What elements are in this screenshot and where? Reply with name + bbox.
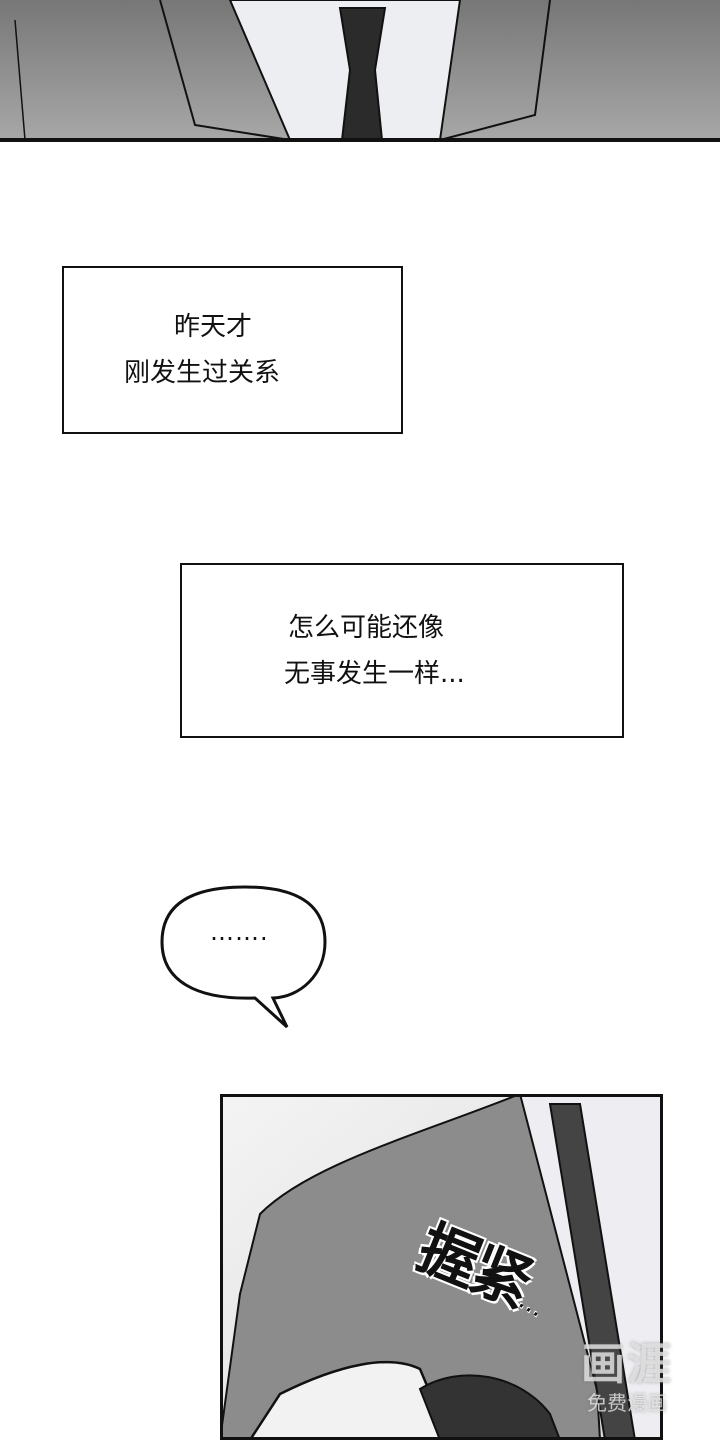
panel-border (220, 1094, 663, 1440)
speech-bubble (160, 885, 327, 1029)
necktie (548, 1103, 637, 1440)
speech-bubble-text: ……. (210, 918, 269, 946)
lapel-line (439, 0, 551, 141)
watermark-subtitle: 免费漫画 (587, 1391, 667, 1415)
bottom-comic-panel (220, 1094, 663, 1440)
narration-line: 刚发生过关系 (124, 358, 281, 388)
narration-box-1: 昨天才 刚发生过关系 (62, 266, 403, 434)
top-comic-panel (0, 0, 720, 142)
watermark-logo: 画涯 (581, 1339, 673, 1390)
narration-line: 无事发生一样... (284, 658, 465, 689)
lapel-line (159, 0, 291, 141)
watermark: 画涯 免费漫画 (568, 1340, 686, 1416)
suit-shoulder (220, 1094, 602, 1440)
panel-border (0, 138, 720, 142)
gloved-hand (418, 1374, 562, 1440)
sleeve-cuff (248, 1360, 452, 1440)
narration-box-2: 怎么可能还像 无事发生一样... (180, 563, 624, 738)
narration-line: 昨天才 (174, 312, 253, 342)
fold-line (14, 19, 26, 141)
narration-line: 怎么可能还像 (288, 612, 445, 643)
